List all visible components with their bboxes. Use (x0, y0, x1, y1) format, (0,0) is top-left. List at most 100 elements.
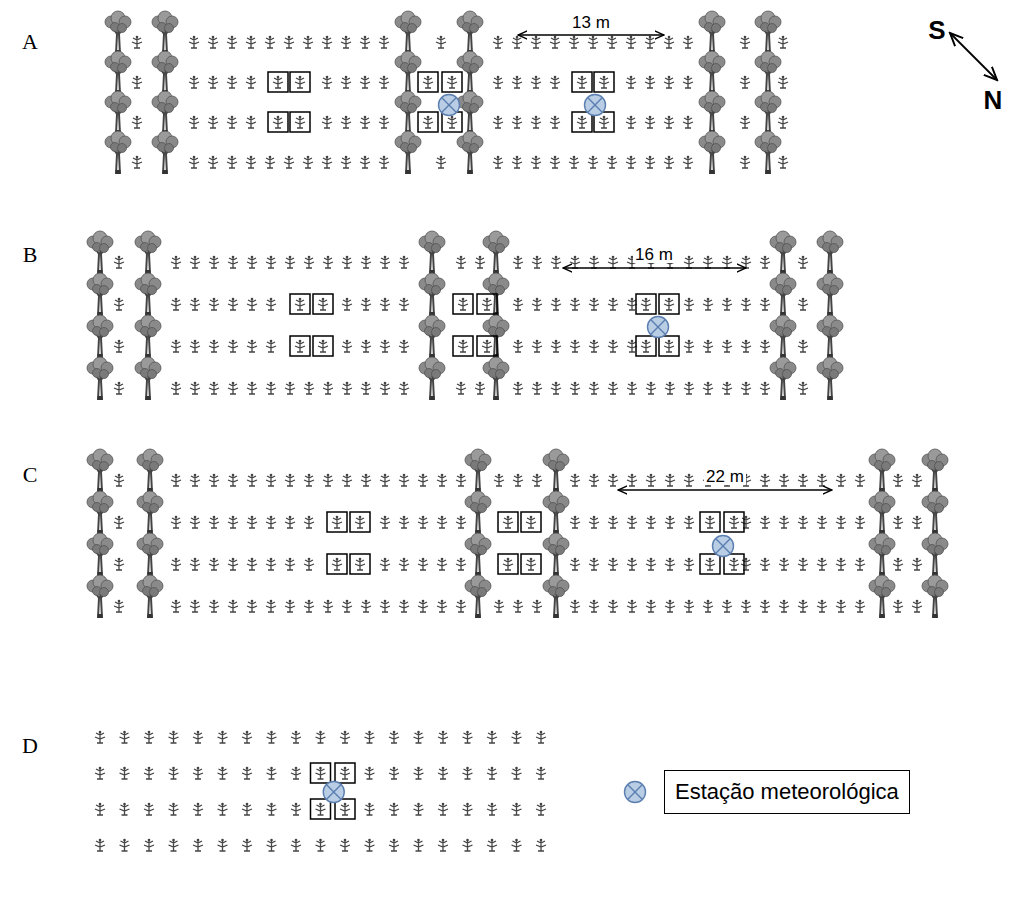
crop-plant (342, 600, 352, 612)
crop-plant (463, 839, 473, 851)
sample-square (636, 294, 656, 314)
crop-plant (360, 156, 370, 168)
tree (543, 533, 569, 576)
crop-plant (322, 36, 332, 48)
crop-plant (323, 600, 333, 612)
crop-plant (169, 731, 179, 743)
tree (419, 273, 445, 316)
tree (817, 357, 843, 400)
crop-plant (536, 839, 546, 851)
crop-plant (893, 558, 903, 570)
crop-plant (266, 558, 276, 570)
tree (922, 491, 948, 534)
crop-plant (589, 600, 599, 612)
crop-plant (589, 298, 599, 310)
crop-plant (536, 731, 546, 743)
tree (87, 575, 113, 618)
tree (87, 315, 113, 358)
crop-plant (132, 36, 142, 48)
crop-plant (456, 558, 466, 570)
crop-plant (228, 474, 238, 486)
crop-plant (741, 298, 751, 310)
crop-plant (361, 600, 371, 612)
sample-square (700, 554, 720, 574)
sample-square (311, 799, 331, 819)
crop-plant (447, 116, 457, 128)
crop-plant (626, 116, 636, 128)
crop-plant (589, 382, 599, 394)
crop-plant (703, 382, 713, 394)
crop-plant (399, 298, 409, 310)
crop-plant (760, 298, 770, 310)
crop-plant (494, 600, 504, 612)
crop-plant (550, 76, 560, 88)
crop-plant (218, 839, 228, 851)
crop-plant (267, 731, 277, 743)
crop-plant (365, 803, 375, 815)
compass-label: N (984, 87, 1003, 113)
crop-plant (246, 76, 256, 88)
crop-plant (132, 156, 142, 168)
crop-plant (487, 803, 497, 815)
crop-plant (246, 116, 256, 128)
crop-plant (607, 36, 617, 48)
crop-plant (779, 558, 789, 570)
legend-text: Estação meteorológica (675, 779, 899, 805)
crop-plant (798, 298, 808, 310)
crop-plant (512, 156, 522, 168)
crop-plant (171, 600, 181, 612)
crop-plant (208, 116, 218, 128)
crop-plant (722, 256, 732, 268)
crop-plant (493, 156, 503, 168)
crop-plant (703, 298, 713, 310)
crop-plant (265, 36, 275, 48)
crop-plant (284, 156, 294, 168)
crop-plant (303, 156, 313, 168)
crop-plant (273, 116, 283, 128)
crop-plant (482, 340, 492, 352)
crop-plant (705, 558, 715, 570)
crop-plant (512, 839, 522, 851)
panel-label: D (22, 735, 38, 757)
crop-plant (645, 36, 655, 48)
crop-plant (456, 256, 466, 268)
crop-plant (418, 474, 428, 486)
crop-plant (536, 767, 546, 779)
crop-plant (95, 767, 105, 779)
crop-plant (456, 516, 466, 528)
crop-plant (817, 474, 827, 486)
crop-plant (247, 516, 257, 528)
crop-plant (551, 340, 561, 352)
crop-plant (438, 839, 448, 851)
crop-plant (266, 382, 276, 394)
crop-plant (665, 600, 675, 612)
crop-plant (322, 116, 332, 128)
crop-plant (190, 600, 200, 612)
crop-plant (209, 256, 219, 268)
tree (395, 11, 421, 54)
sample-square (453, 336, 473, 356)
crop-plant (531, 116, 541, 128)
crop-plant (360, 116, 370, 128)
crop-plant (683, 76, 693, 88)
crop-plant (641, 298, 651, 310)
tree (135, 231, 161, 274)
crop-plant (722, 298, 732, 310)
crop-plant (570, 600, 580, 612)
crop-plant (218, 803, 228, 815)
crop-plant (684, 474, 694, 486)
crop-plant (570, 298, 580, 310)
tree (922, 533, 948, 576)
tree (137, 491, 163, 534)
crop-plant (589, 340, 599, 352)
crop-plant (266, 298, 276, 310)
crop-plant (475, 256, 485, 268)
dimension-arrow (563, 267, 746, 268)
crop-plant (340, 767, 350, 779)
crop-plant (779, 600, 789, 612)
tree (770, 315, 796, 358)
dimension-arrow (518, 34, 664, 35)
tree (137, 533, 163, 576)
crop-plant (438, 731, 448, 743)
crop-plant (512, 731, 522, 743)
